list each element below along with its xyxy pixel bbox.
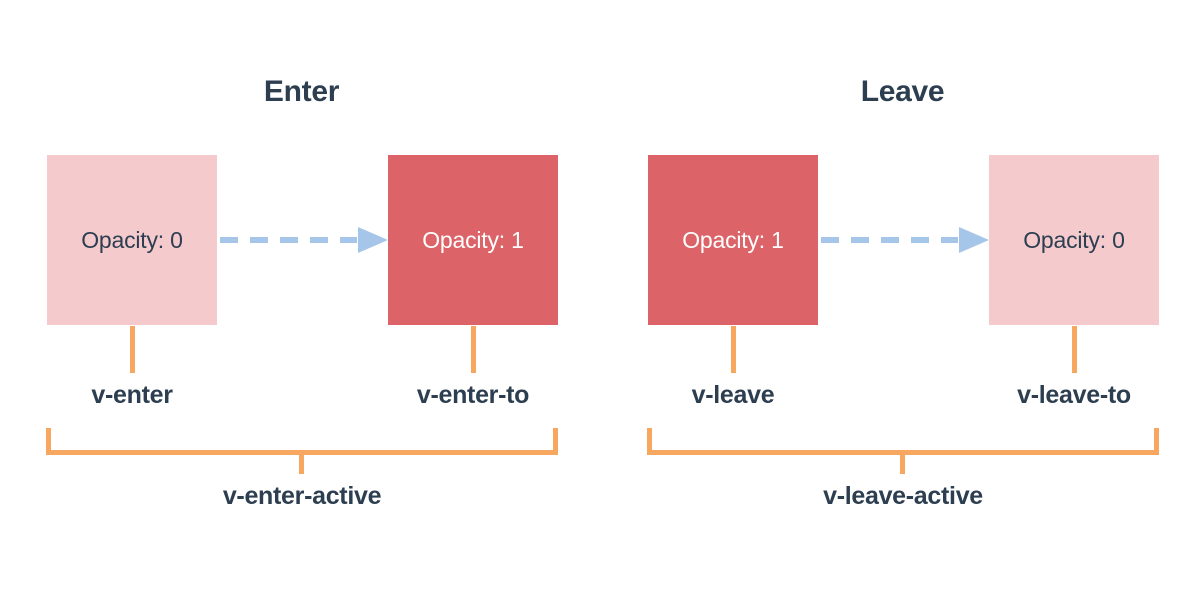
- enter-active-bracket: [46, 428, 558, 455]
- v-enter-active-label: v-enter-active: [222, 482, 382, 510]
- enter-end-connector-line: [471, 326, 476, 373]
- enter-end-box-label: Opacity: 1: [422, 226, 524, 253]
- leave-end-box: Opacity: 0: [989, 155, 1159, 325]
- dashed-arrow-icon: [220, 227, 388, 253]
- enter-end-box: Opacity: 1: [388, 155, 558, 325]
- enter-panel: Enter Opacity: 0 Opacity: 1 v-enter v-en…: [46, 75, 558, 510]
- leave-start-box: Opacity: 1: [648, 155, 818, 325]
- leave-panel: Leave Opacity: 1 Opacity: 0 v-leave v-le…: [601, 0, 1200, 600]
- leave-end-connector-line: [1072, 326, 1077, 373]
- leave-start-box-label: Opacity: 1: [682, 226, 784, 253]
- enter-start-box: Opacity: 0: [47, 155, 217, 325]
- v-enter-to-label: v-enter-to: [416, 381, 530, 409]
- enter-panel-title: Enter: [263, 75, 340, 108]
- leave-end-box-label: Opacity: 0: [1023, 226, 1125, 253]
- v-leave-to-label: v-leave-to: [1017, 381, 1131, 409]
- enter-start-box-label: Opacity: 0: [81, 226, 183, 253]
- leave-active-bracket: [647, 428, 1159, 455]
- enter-active-bracket-tick: [299, 454, 304, 474]
- v-leave-active-label: v-leave-active: [823, 482, 983, 510]
- enter-start-connector-line: [130, 326, 135, 373]
- leave-panel-title: Leave: [860, 75, 945, 108]
- leave-active-bracket-tick: [900, 454, 905, 474]
- dashed-arrow-icon: [821, 227, 989, 253]
- v-enter-label: v-enter: [91, 381, 173, 409]
- leave-start-connector-line: [731, 326, 736, 373]
- v-leave-label: v-leave: [691, 381, 775, 409]
